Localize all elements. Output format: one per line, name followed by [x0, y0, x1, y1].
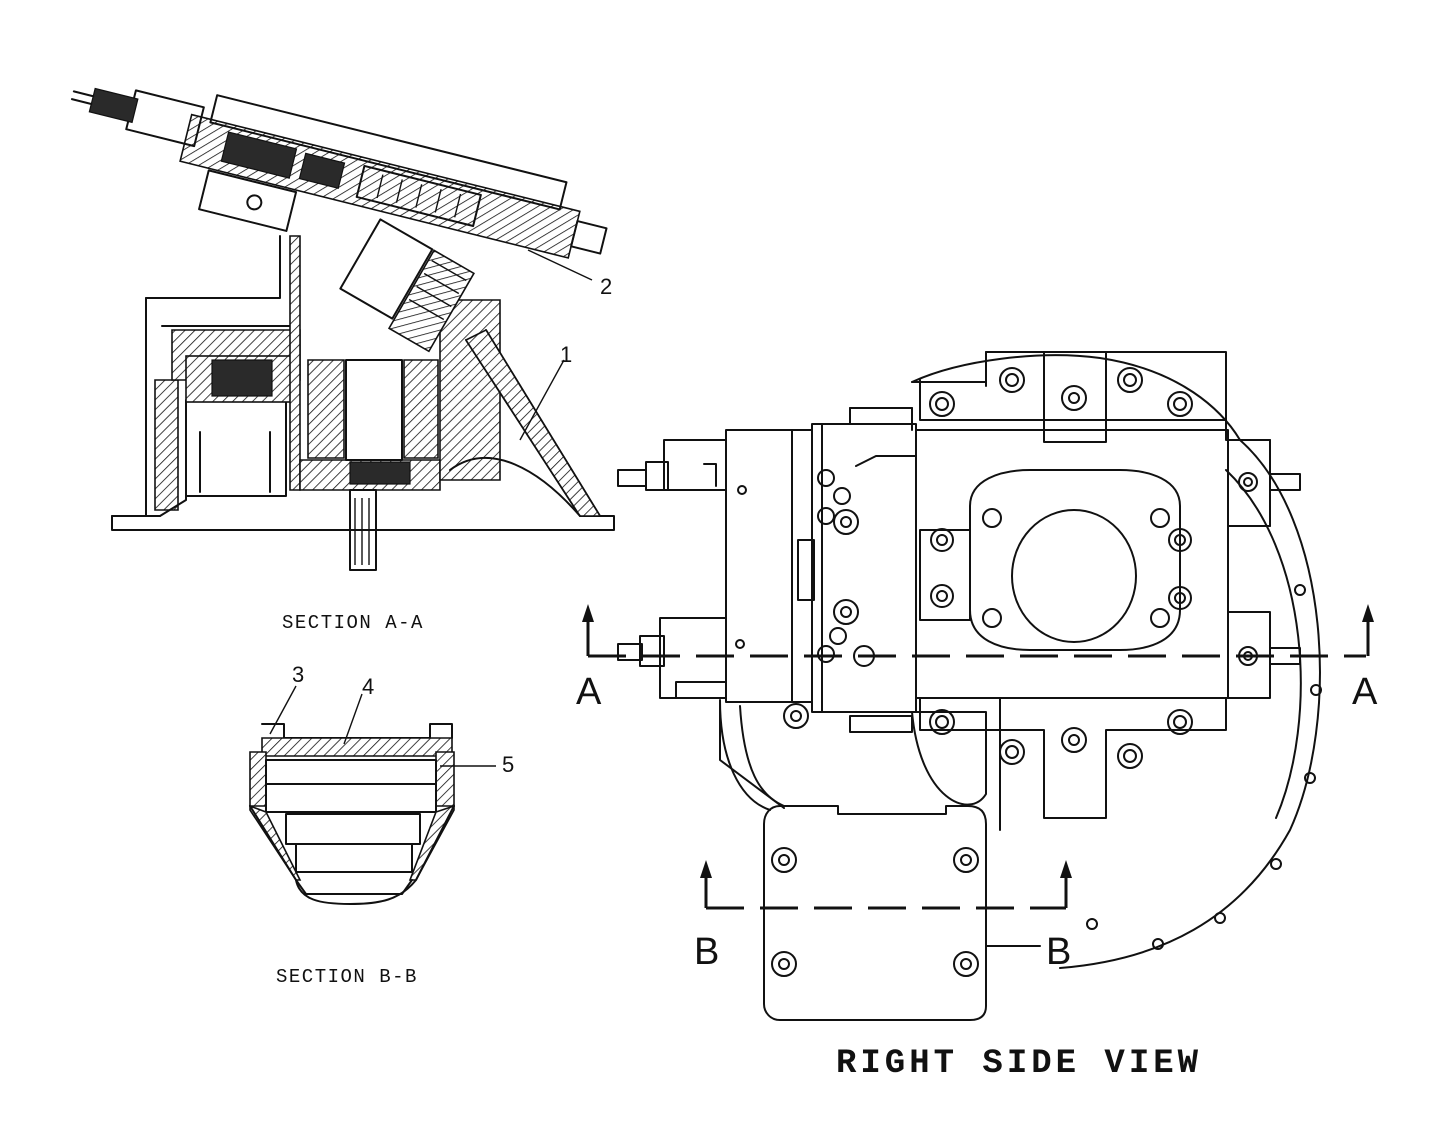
cut-marker-a-left: A — [576, 671, 602, 713]
right-side-view — [582, 351, 1374, 1021]
callout-5: 5 — [502, 752, 514, 777]
section-b-b-caption: SECTION B-B — [276, 966, 418, 988]
callout-2: 2 — [600, 274, 612, 299]
cut-marker-a-right: A — [1352, 671, 1378, 713]
section-b-b-view — [249, 685, 496, 905]
right-side-view-caption: RIGHT SIDE VIEW — [836, 1045, 1202, 1083]
callout-3: 3 — [292, 662, 304, 687]
cut-marker-b-left: B — [694, 931, 719, 973]
section-a-a-caption: SECTION A-A — [282, 612, 424, 634]
cut-marker-b-right: B — [1046, 931, 1071, 973]
section-a-a-view — [70, 87, 615, 571]
callout-1: 1 — [560, 342, 572, 367]
callout-4: 4 — [362, 674, 374, 699]
